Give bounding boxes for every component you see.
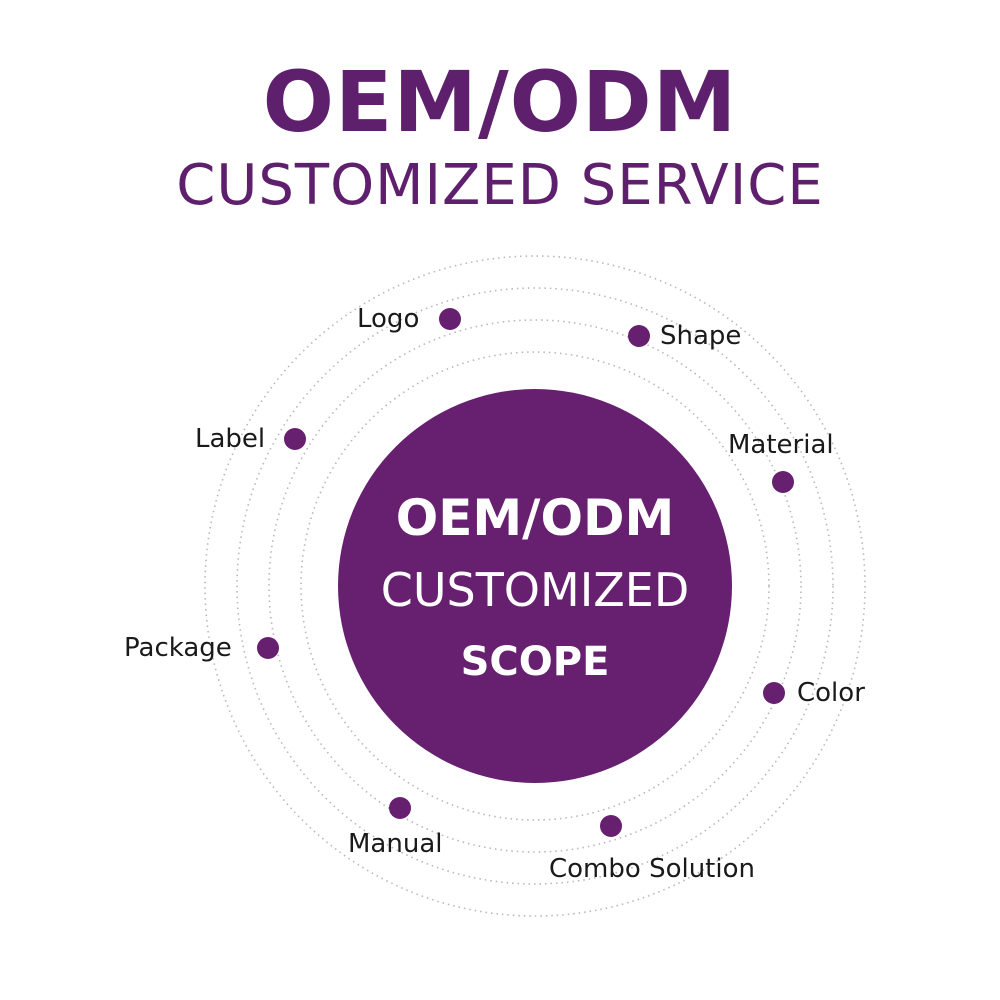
- item-dot-logo: [439, 308, 461, 330]
- page-subtitle: CUSTOMIZED SERVICE: [176, 153, 824, 218]
- item-dot-color: [763, 682, 785, 704]
- item-dot-shape: [628, 325, 650, 347]
- item-label-combo-solution: Combo Solution: [549, 854, 755, 884]
- center-disc: [338, 389, 732, 783]
- item-dot-combo-solution: [600, 815, 622, 837]
- center-subtitle: CUSTOMIZED: [380, 563, 690, 617]
- item-dot-package: [257, 637, 279, 659]
- item-dot-label: [284, 428, 306, 450]
- item-dot-material: [772, 471, 794, 493]
- center-title: OEM/ODM: [395, 489, 675, 547]
- item-label-manual: Manual: [348, 829, 443, 859]
- item-label-label: Label: [195, 424, 266, 454]
- item-dot-manual: [389, 797, 411, 819]
- item-label-package: Package: [124, 633, 232, 663]
- center-caption: SCOPE: [460, 639, 610, 685]
- orbit-ring-inner: [300, 351, 770, 821]
- item-label-color: Color: [797, 678, 865, 708]
- item-label-material: Material: [728, 430, 834, 460]
- page-title: OEM/ODM: [262, 53, 738, 151]
- item-label-logo: Logo: [357, 304, 420, 334]
- orbit-ring-second: [236, 287, 834, 885]
- item-label-shape: Shape: [660, 321, 742, 351]
- orbit-ring-third: [268, 319, 802, 853]
- orbit-ring-outer: [204, 255, 866, 917]
